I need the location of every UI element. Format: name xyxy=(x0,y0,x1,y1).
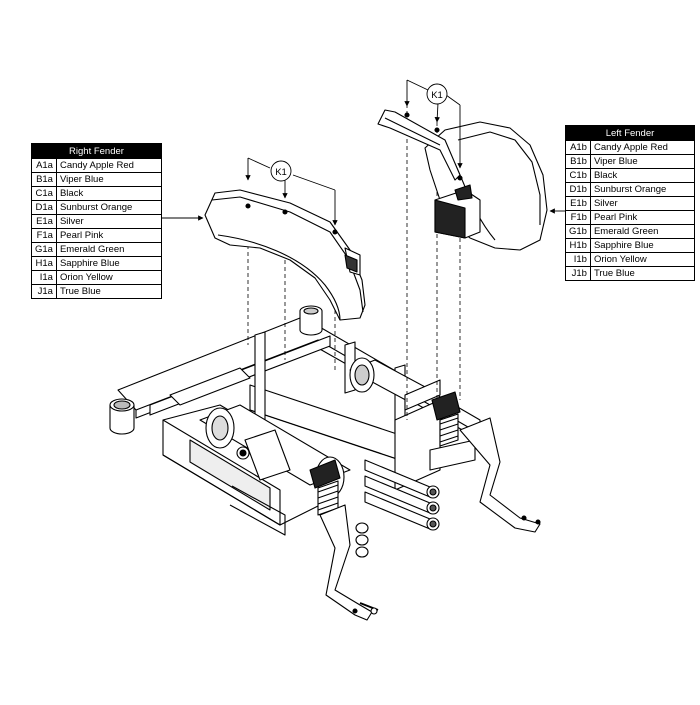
part-code: F1a xyxy=(31,228,57,243)
part-code: E1b xyxy=(565,196,591,211)
part-color: Silver xyxy=(589,196,696,211)
k1-callout-right xyxy=(245,157,338,226)
part-code: D1a xyxy=(31,200,57,215)
k1-label-left: K1 xyxy=(431,90,443,101)
part-color: Sapphire Blue xyxy=(589,238,696,253)
part-code: F1b xyxy=(565,210,591,225)
left-fender xyxy=(377,109,548,251)
part-code: E1a xyxy=(31,214,57,229)
part-color: Viper Blue xyxy=(589,154,696,169)
part-code: A1b xyxy=(565,140,591,155)
right-fender xyxy=(204,189,366,321)
part-color: Pearl Pink xyxy=(589,210,696,225)
part-code: B1a xyxy=(31,172,57,187)
part-code: H1b xyxy=(565,238,591,253)
right-shock-spring xyxy=(429,391,476,471)
part-color: Sapphire Blue xyxy=(55,256,163,271)
part-color: Candy Apple Red xyxy=(55,158,163,173)
k1-label-right: K1 xyxy=(275,167,287,178)
part-code: A1a xyxy=(31,158,57,173)
left-shock-spring xyxy=(309,459,341,516)
part-color: Pearl Pink xyxy=(55,228,163,243)
part-color: Emerald Green xyxy=(589,224,696,239)
part-color: True Blue xyxy=(589,266,696,281)
k1-callout-left xyxy=(404,79,463,169)
part-color: Silver xyxy=(55,214,163,229)
part-code: I1b xyxy=(565,252,591,267)
part-code: J1a xyxy=(31,284,57,299)
part-code: C1a xyxy=(31,186,57,201)
part-color: Sunburst Orange xyxy=(55,200,163,215)
part-color: Orion Yellow xyxy=(55,270,163,285)
left-fender-title: Left Fender xyxy=(565,125,695,141)
part-code: I1a xyxy=(31,270,57,285)
part-color: Sunburst Orange xyxy=(589,182,696,197)
part-color: Viper Blue xyxy=(55,172,163,187)
part-color: Black xyxy=(55,186,163,201)
chassis-frame xyxy=(109,305,541,621)
part-code: G1b xyxy=(565,224,591,239)
part-color: Emerald Green xyxy=(55,242,163,257)
part-code: D1b xyxy=(565,182,591,197)
part-color: Black xyxy=(589,168,696,183)
roller-tubes xyxy=(355,459,440,558)
part-code: C1b xyxy=(565,168,591,183)
right-fender-title: Right Fender xyxy=(31,143,162,159)
part-color: Candy Apple Red xyxy=(589,140,696,155)
part-color: Orion Yellow xyxy=(589,252,696,267)
part-code: H1a xyxy=(31,256,57,271)
part-code: B1b xyxy=(565,154,591,169)
part-color: True Blue xyxy=(55,284,163,299)
part-code: J1b xyxy=(565,266,591,281)
table-leaders xyxy=(162,208,565,221)
part-code: G1a xyxy=(31,242,57,257)
